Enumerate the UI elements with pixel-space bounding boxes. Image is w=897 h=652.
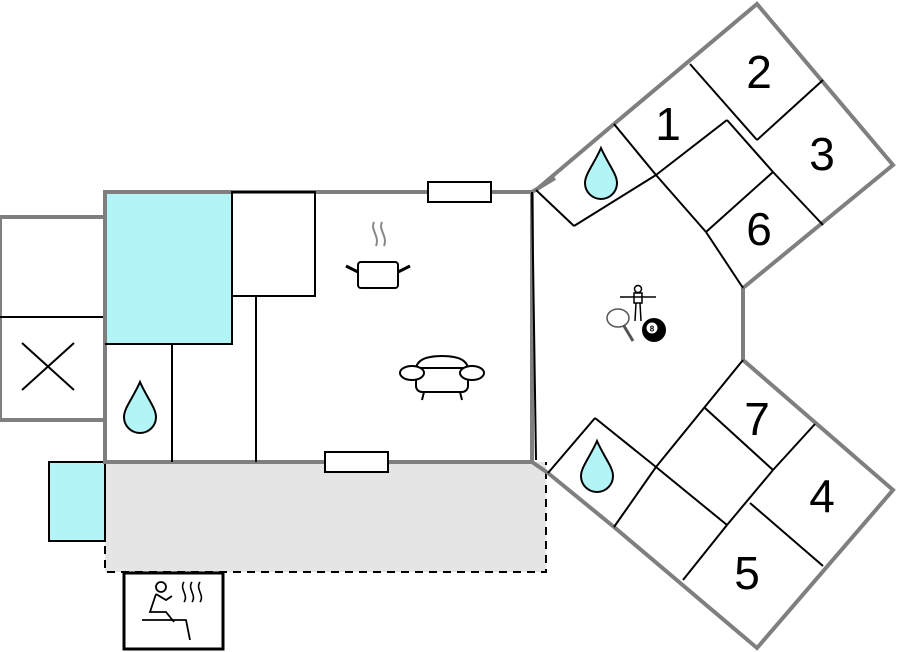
cooking-pot-icon <box>345 221 411 289</box>
water-drop-icon <box>579 438 615 493</box>
water-drop-icon <box>122 379 158 434</box>
lower-wing-line-5 <box>655 466 728 526</box>
table-tennis-icon <box>606 308 635 342</box>
lower-wing-line-1 <box>547 417 596 474</box>
room-number-4: 4 <box>809 470 835 522</box>
sauna-icon <box>122 571 225 651</box>
outdoor-tub <box>48 461 106 542</box>
annex-building <box>0 215 107 422</box>
upper-wing-line-8 <box>756 79 824 141</box>
lower-wing-line-3 <box>655 359 744 468</box>
lower-wing-line-8 <box>682 524 728 581</box>
lower-wing-line-9 <box>726 469 774 526</box>
upper-wing-line-10 <box>772 171 824 226</box>
hub-inner-wall <box>531 191 537 461</box>
upper-wing-line-1 <box>535 189 575 227</box>
pool-room <box>104 191 233 345</box>
upper-wing-line-4 <box>655 174 707 233</box>
billiard-ball-icon: 8 <box>642 318 666 342</box>
cross-icon <box>21 342 75 391</box>
window-bottom <box>324 451 389 473</box>
billiard-ball-number: 8 <box>650 325 655 334</box>
upper-wing-line-5 <box>705 231 744 289</box>
room-number-3: 3 <box>809 128 835 180</box>
upper-wing-line-6 <box>655 119 728 176</box>
upper-wing-line-11 <box>726 119 774 173</box>
window-top <box>427 181 492 203</box>
kitchen-store <box>231 191 316 297</box>
lower-wing-line-2 <box>594 417 657 468</box>
room-number-7: 7 <box>744 393 770 445</box>
lower-wing-line-7 <box>772 423 816 471</box>
upper-wing-outline <box>534 1 896 290</box>
table-football-icon <box>620 284 656 322</box>
lower-wing-line-6 <box>704 407 774 471</box>
upper-wing-line-9 <box>705 171 774 233</box>
lower-wing-outline <box>546 358 896 651</box>
room-number-2: 2 <box>746 46 772 98</box>
lower-wing-line-10 <box>749 502 824 567</box>
terrace <box>105 462 546 572</box>
upper-wing-line-3 <box>613 123 657 176</box>
room-number-1: 1 <box>655 98 681 150</box>
lower-wing-line-4 <box>613 466 657 528</box>
water-drop-icon <box>583 145 619 200</box>
sofa-icon <box>399 354 485 401</box>
room-number-5: 5 <box>734 547 760 599</box>
upper-wing-line-7 <box>689 63 758 141</box>
terrace-dashed-outline <box>104 462 547 573</box>
room-number-6: 6 <box>746 203 772 255</box>
upper-wing-line-2 <box>573 174 657 227</box>
hub-outline <box>530 176 745 475</box>
